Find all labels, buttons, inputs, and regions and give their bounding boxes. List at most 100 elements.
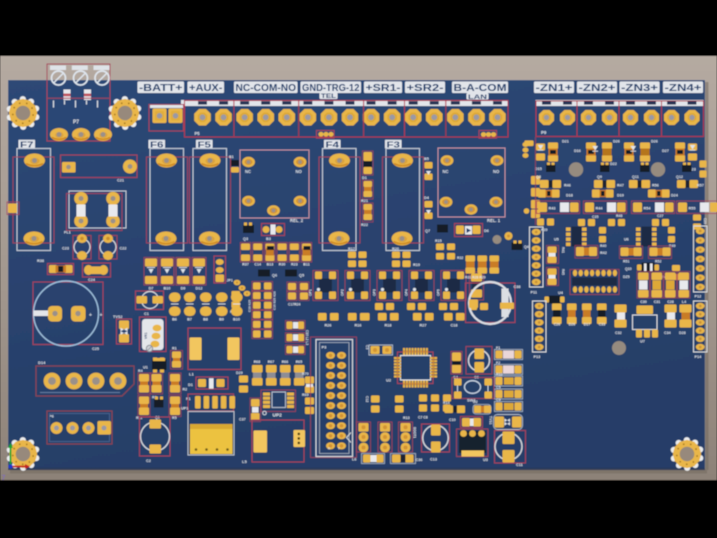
svg-text:D29: D29 — [236, 371, 243, 375]
svg-text:Q9: Q9 — [597, 175, 602, 179]
svg-text:B5: B5 — [424, 157, 429, 161]
svg-text:D26: D26 — [651, 140, 658, 144]
svg-text:-ZN1+: -ZN1+ — [536, 83, 573, 94]
svg-text:Q5: Q5 — [299, 274, 304, 278]
svg-text:TVS2: TVS2 — [113, 315, 123, 319]
svg-text:U1: U1 — [143, 366, 148, 370]
svg-text:R57: R57 — [697, 184, 704, 188]
svg-text:D23: D23 — [689, 168, 696, 172]
svg-text:REL_2: REL_2 — [290, 218, 304, 223]
svg-text:U4: U4 — [558, 291, 564, 295]
svg-text:R22: R22 — [361, 223, 368, 227]
svg-text:P5: P5 — [195, 131, 201, 136]
svg-text:TEL: TEL — [321, 94, 336, 100]
svg-text:C14: C14 — [254, 263, 261, 267]
svg-text:C23: C23 — [62, 247, 69, 251]
svg-text:C5: C5 — [496, 386, 501, 390]
svg-text:R43: R43 — [549, 207, 556, 211]
svg-text:D17: D17 — [584, 323, 591, 327]
svg-text:R37: R37 — [242, 263, 249, 267]
svg-text:F4: F4 — [326, 140, 340, 149]
svg-text:D22: D22 — [610, 162, 617, 166]
svg-text:-ZN2+: -ZN2+ — [579, 83, 616, 94]
svg-text:Q8: Q8 — [536, 175, 541, 179]
svg-text:B6: B6 — [172, 318, 177, 322]
svg-text:OP2: OP2 — [341, 289, 345, 296]
svg-text:D1: D1 — [188, 383, 193, 387]
svg-text:U7: U7 — [640, 340, 645, 344]
svg-text:D19: D19 — [617, 194, 624, 198]
svg-text:R47: R47 — [617, 184, 624, 188]
svg-text:OP3: OP3 — [373, 289, 377, 296]
svg-text:Q3: Q3 — [243, 237, 248, 241]
svg-text:D15: D15 — [535, 167, 542, 171]
svg-text:F1: F1 — [496, 346, 500, 350]
svg-text:Q4: Q4 — [524, 245, 529, 249]
svg-text:R32: R32 — [457, 256, 463, 260]
svg-text:R19: R19 — [413, 263, 420, 267]
svg-text:R20: R20 — [392, 247, 399, 251]
svg-text:C3: C3 — [365, 345, 369, 349]
svg-text:NC: NC — [443, 169, 449, 174]
svg-text:R42: R42 — [600, 251, 607, 255]
svg-text:TVS1: TVS1 — [489, 416, 493, 425]
svg-text:C12: C12 — [365, 396, 369, 402]
svg-text:Q10: Q10 — [625, 267, 632, 271]
svg-text:C28: C28 — [667, 300, 674, 304]
svg-text:C21: C21 — [117, 179, 124, 183]
svg-text:+: + — [89, 313, 92, 319]
svg-text:R38: R38 — [37, 259, 44, 263]
svg-text:P9: P9 — [541, 130, 547, 135]
svg-text:D12: D12 — [196, 287, 203, 291]
svg-text:D4: D4 — [424, 196, 430, 200]
svg-text:U3: U3 — [483, 458, 488, 462]
svg-text:R2: R2 — [183, 388, 188, 392]
svg-text:VR1: VR1 — [144, 332, 148, 339]
svg-text:R: R — [328, 447, 330, 451]
svg-text:R65: R65 — [296, 360, 303, 364]
svg-text:C34: C34 — [664, 331, 671, 335]
svg-text:C32: C32 — [615, 331, 622, 335]
svg-text:D28: D28 — [679, 331, 686, 335]
svg-text:+AUX-: +AUX- — [189, 83, 223, 94]
svg-text:R52: R52 — [655, 260, 661, 264]
svg-text:R30: R30 — [279, 263, 286, 267]
svg-text:R67: R67 — [268, 360, 275, 364]
svg-text:C27: C27 — [657, 214, 663, 218]
svg-text:C31: C31 — [654, 300, 661, 304]
svg-text:B-A-COM: B-A-COM — [454, 83, 507, 94]
svg-text:R45: R45 — [561, 269, 565, 275]
svg-text:D16: D16 — [574, 149, 581, 153]
svg-text:C7 C8: C7 C8 — [418, 416, 428, 420]
svg-text:L5: L5 — [242, 459, 247, 464]
svg-text:C11: C11 — [516, 463, 523, 467]
svg-text:R13: R13 — [403, 416, 410, 420]
svg-text:R18: R18 — [385, 324, 392, 328]
svg-text:R21: R21 — [361, 199, 368, 203]
svg-text:P7: P7 — [73, 120, 79, 126]
svg-text:-ZN3+: -ZN3+ — [621, 83, 658, 94]
svg-text:R51: R51 — [623, 260, 629, 264]
svg-text:R46: R46 — [564, 184, 571, 188]
svg-text:P12: P12 — [695, 295, 702, 299]
svg-text:R23: R23 — [291, 263, 298, 267]
svg-text:+SR2-: +SR2- — [407, 83, 444, 94]
svg-text:C35: C35 — [592, 215, 598, 219]
svg-text:R44: R44 — [596, 207, 604, 211]
svg-text:NO: NO — [296, 169, 303, 174]
svg-text:R54: R54 — [644, 207, 652, 211]
svg-text:R1: R1 — [172, 347, 177, 351]
svg-text:C13: C13 — [430, 458, 437, 462]
svg-text:D26: D26 — [569, 323, 576, 327]
svg-text:F6: F6 — [150, 140, 164, 149]
svg-text:C38: C38 — [514, 285, 521, 289]
svg-text:D6: D6 — [484, 229, 489, 233]
svg-text:R14: R14 — [443, 401, 450, 405]
svg-text:T: T — [338, 447, 340, 451]
svg-text:Q7: Q7 — [425, 229, 430, 233]
svg-text:L4: L4 — [682, 300, 686, 304]
svg-text:U5: U5 — [554, 238, 559, 242]
svg-text:D7: D7 — [149, 287, 154, 291]
svg-text:-ZN4+: -ZN4+ — [665, 83, 702, 94]
svg-text:P11: P11 — [531, 291, 538, 295]
